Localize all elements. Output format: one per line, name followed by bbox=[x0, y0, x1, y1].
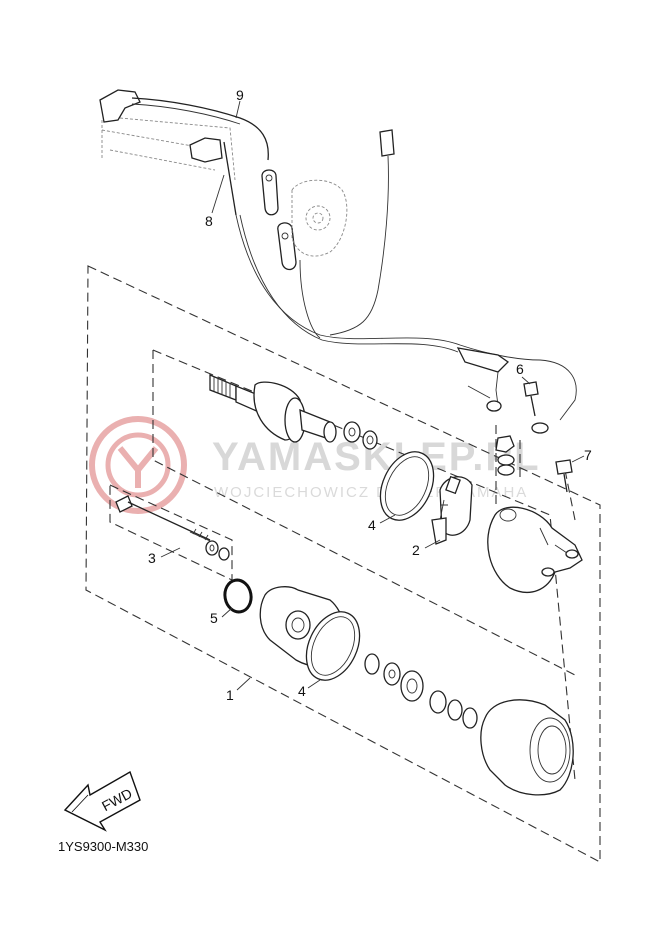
starter-parts bbox=[115, 374, 583, 796]
callout-4-lower: 4 bbox=[298, 683, 306, 699]
diagram-code: 1YS9300-M330 bbox=[58, 839, 148, 854]
fwd-arrow-icon: FWD bbox=[63, 770, 141, 832]
callout-5: 5 bbox=[210, 610, 218, 626]
callout-4-upper: 4 bbox=[368, 517, 376, 533]
callout-6-upper: 6 bbox=[516, 361, 524, 377]
callouts: 9 8 6 7 4 2 3 5 1 4 bbox=[148, 87, 592, 703]
callout-7: 8 bbox=[205, 213, 213, 229]
harness-area bbox=[99, 89, 577, 434]
callout-6-lower: 7 bbox=[584, 447, 592, 463]
callout-2: 2 bbox=[412, 542, 420, 558]
callout-8: 9 bbox=[236, 87, 244, 103]
callout-3: 3 bbox=[148, 550, 156, 566]
watermark-logo bbox=[89, 416, 187, 514]
leader-lines bbox=[160, 100, 585, 691]
callout-1: 1 bbox=[226, 687, 234, 703]
